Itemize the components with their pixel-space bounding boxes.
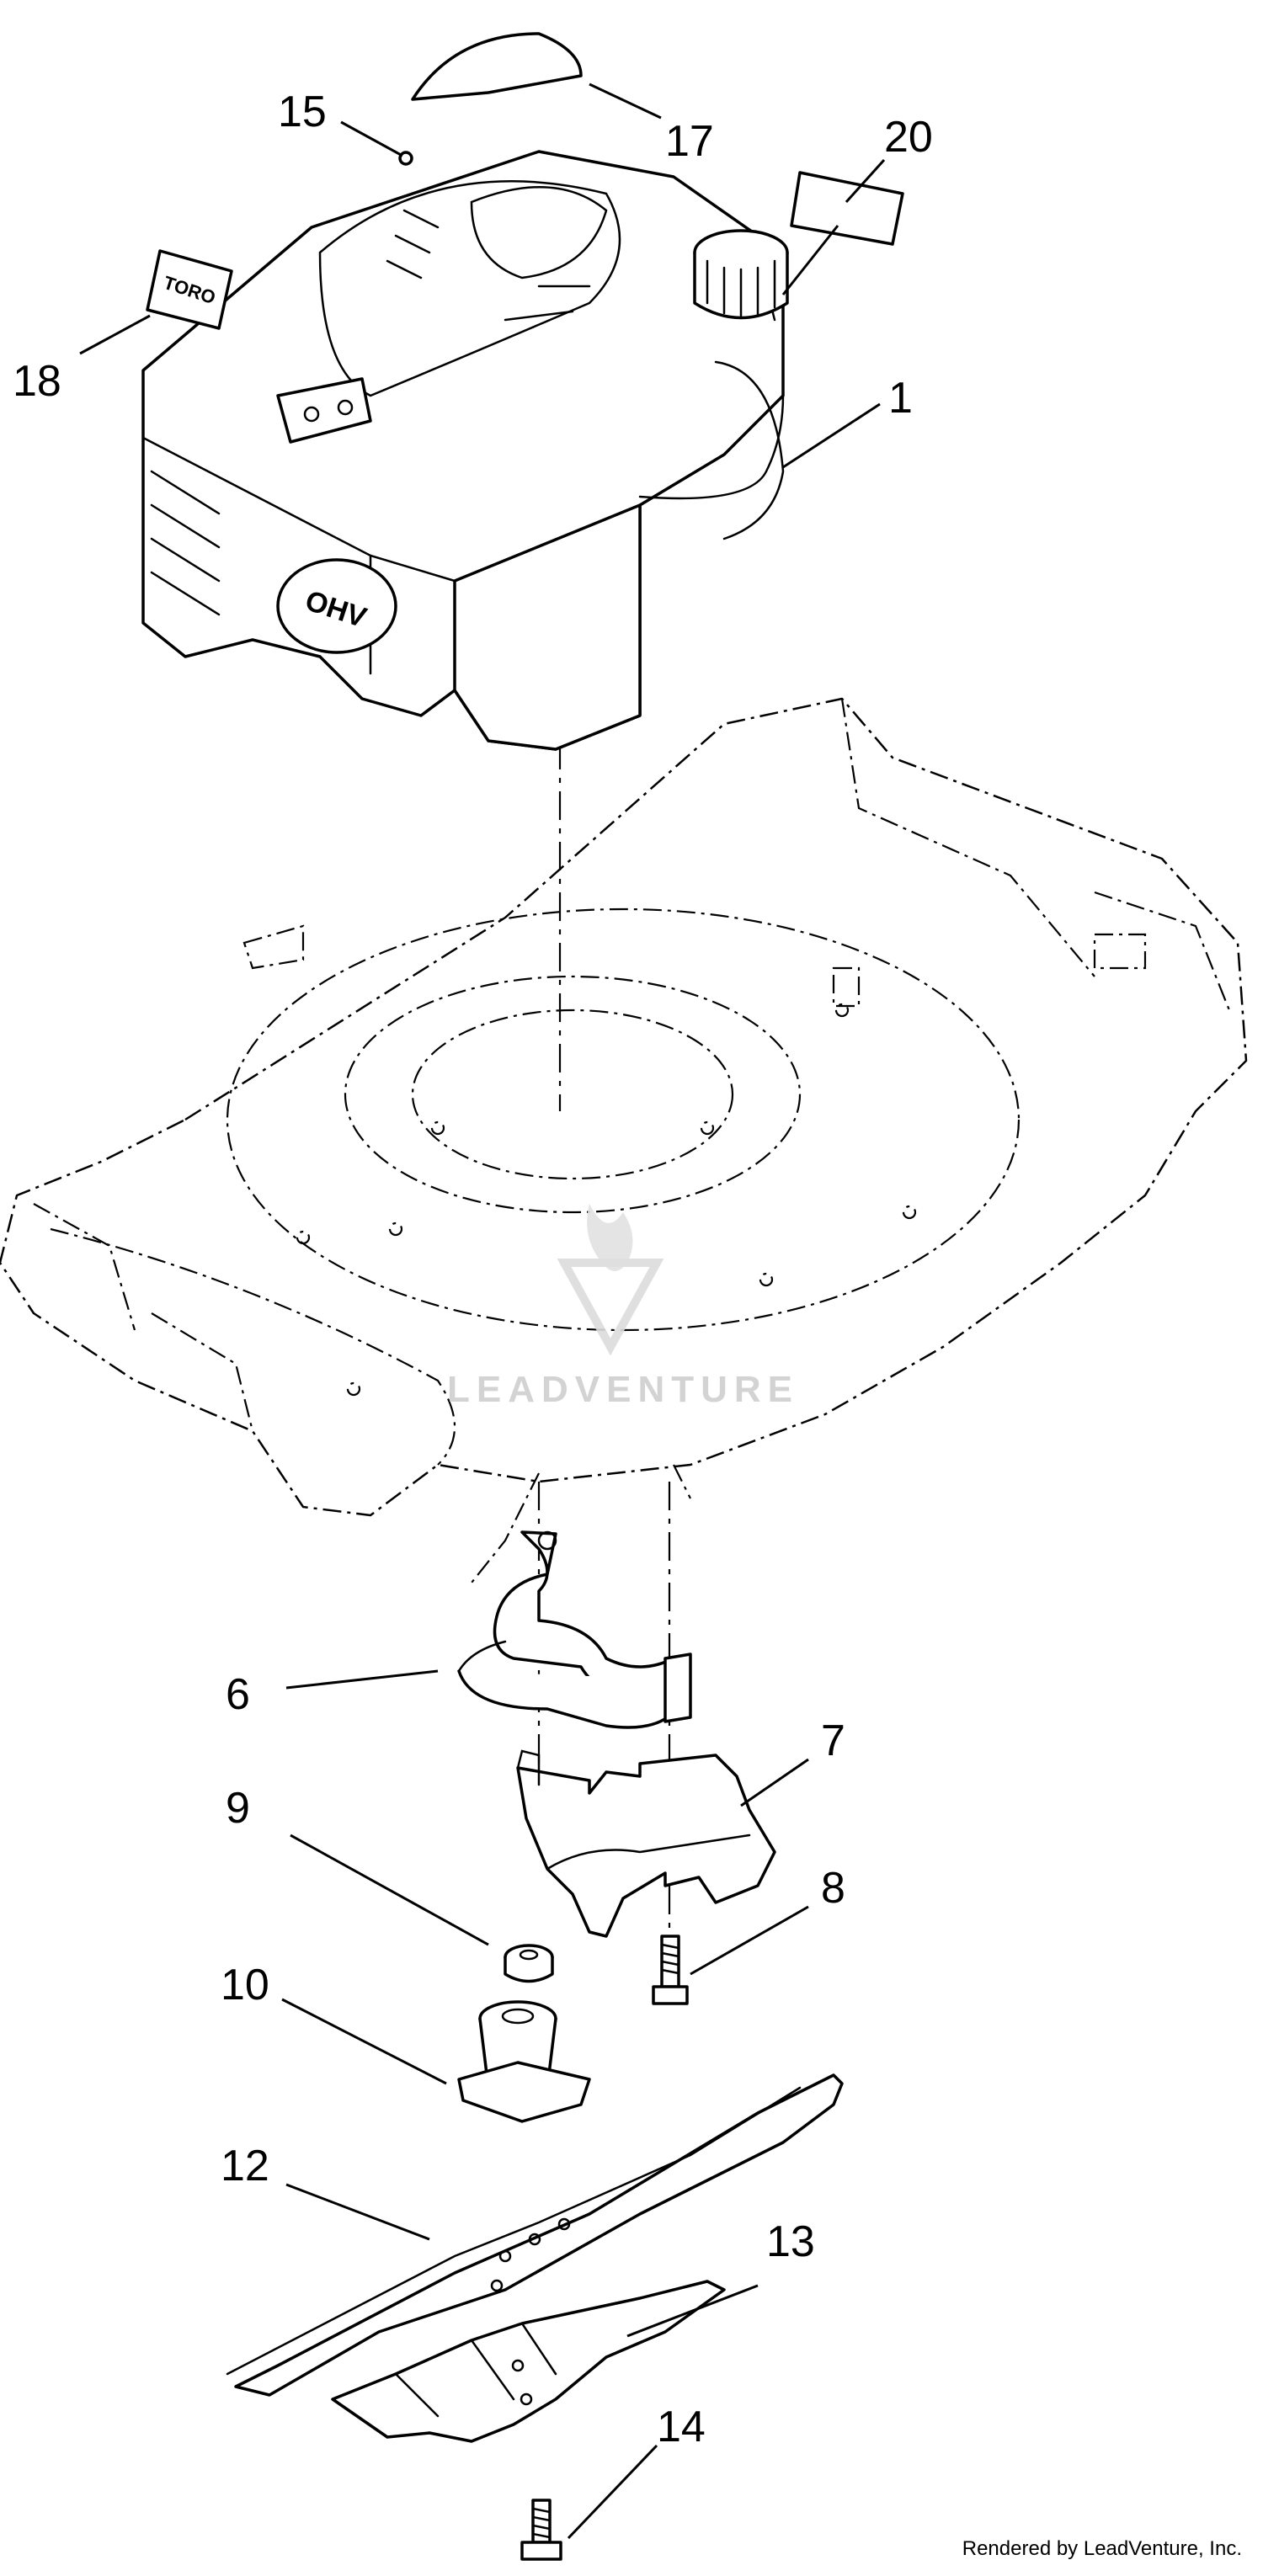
engine: OHV [141,150,789,751]
callout-12: 12 [221,2142,269,2190]
part-13-plate [331,2280,726,2443]
callout-9: 9 [226,1784,250,1833]
callouts: 15 17 20 18 1 6 7 9 8 10 12 13 14 [13,88,933,2451]
callout-18: 18 [13,357,61,406]
part-20-label [790,171,904,246]
watermark: LEADVENTURE [447,1204,799,1410]
callout-15: 15 [278,88,327,136]
callout-14: 14 [657,2403,706,2451]
leader-lines [79,82,886,2540]
part-14-bolt [520,2499,562,2561]
watermark-text: LEADVENTURE [447,1369,799,1410]
callout-13: 13 [766,2217,815,2266]
part-18-decal: TORO [146,249,233,330]
part-10-adapter [457,2000,591,2123]
mower-deck [0,697,1248,1583]
part-15-screw [398,151,413,166]
callout-1: 1 [888,374,913,423]
part-7-cover [516,1749,776,1938]
rendered-by-credit: Rendered by LeadVenture, Inc. [962,2537,1242,2560]
callout-20: 20 [884,113,933,162]
part-8-bolt [652,1935,689,2005]
callout-10: 10 [221,1961,269,2009]
callout-7: 7 [821,1716,845,1765]
part-6-bracket [457,1530,692,1729]
part-17-cap [411,32,583,101]
part-12-blade [226,2073,844,2397]
callout-17: 17 [665,117,714,166]
part-9-nut [504,1944,554,1983]
callout-6: 6 [226,1670,250,1719]
callout-8: 8 [821,1864,845,1913]
